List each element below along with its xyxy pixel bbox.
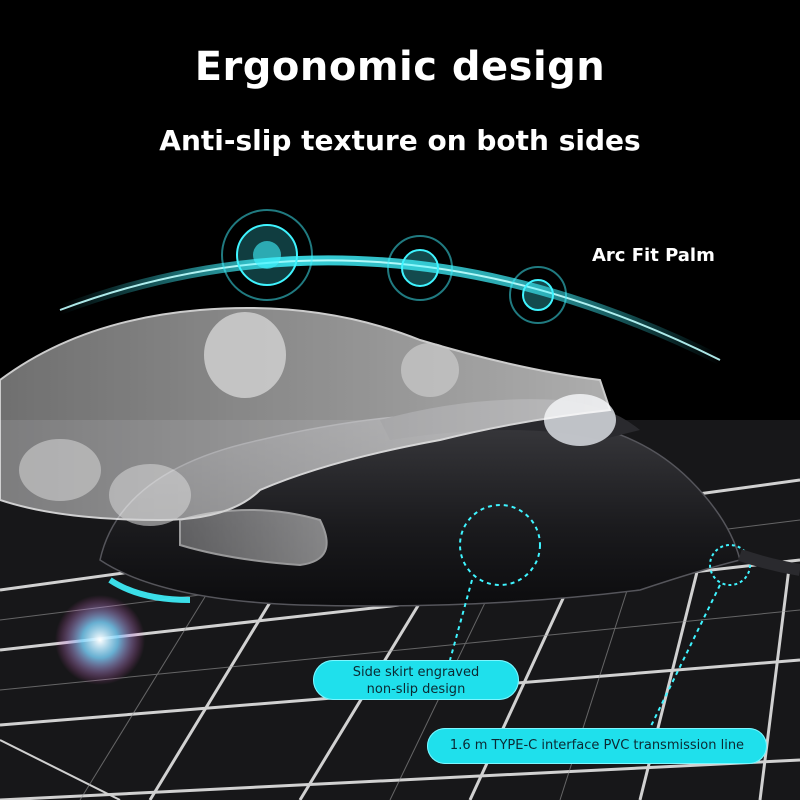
arc-fit-palm-label: Arc Fit Palm [592,245,715,266]
side-skirt-line-1: Side skirt engraved [352,665,480,680]
rgb-glow-icon [55,595,145,685]
ring-index-area [387,235,453,301]
side-skirt-callout: Side skirt engraved non-slip design [313,660,519,700]
cable-callout: 1.6 m TYPE-C interface PVC transmission … [427,728,767,764]
hand-xray [0,307,612,567]
cable [738,549,800,576]
ring-thumb-area [221,209,313,301]
side-skirt-marker [459,504,541,586]
page-subtitle: Anti-slip texture on both sides [159,124,641,157]
ring-middle-area [509,266,567,324]
cyan-target-rings [221,209,567,324]
side-skirt-line-2: non-slip design [366,682,466,697]
cable-marker [709,544,751,586]
page-title: Ergonomic design [194,44,606,90]
